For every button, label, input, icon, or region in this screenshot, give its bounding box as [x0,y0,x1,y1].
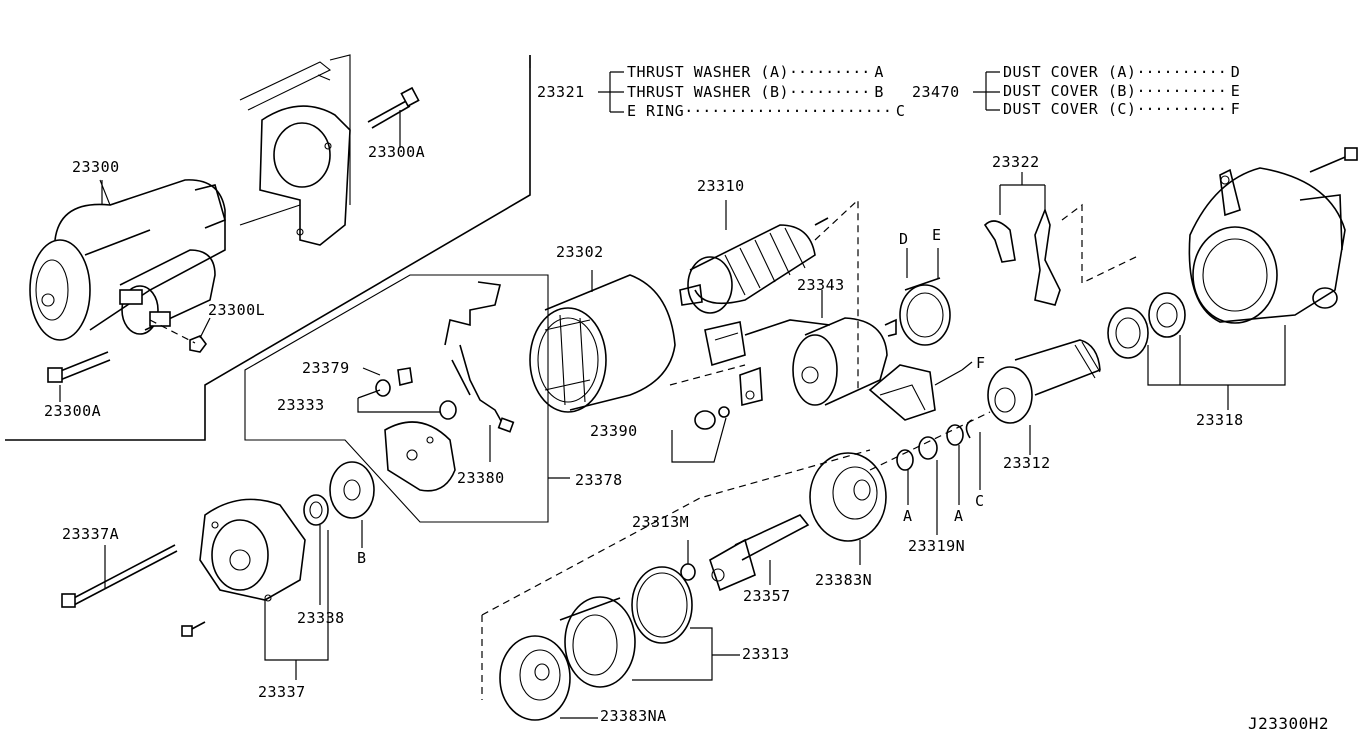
part-label-23383na: 23383NA [600,707,667,725]
part-label-23337a: 23337A [62,525,120,543]
part-label-23337: 23337 [258,683,306,701]
legend-item-name: DUST COVER (B) [1003,82,1137,100]
part-label-23300l: 23300L [208,301,266,319]
part-label-23319n: 23319N [908,537,966,555]
legend-23470-item-dust-cover-c: DUST COVER (C)··········F [1003,100,1241,118]
part-label-23302: 23302 [556,243,604,261]
legend-item-key: E [1230,82,1241,100]
dust-covers [868,248,973,421]
part-label-23379: 23379 [302,359,350,377]
part-label-23343: 23343 [797,276,845,294]
legend-item-key: C [895,102,906,120]
legend-item-key: F [1230,100,1241,118]
key-letter-a-2: A [954,507,964,525]
shift-lever-23322 [983,172,1141,306]
diagram-code: J23300H2 [1248,714,1330,733]
part-label-23338: 23338 [297,609,345,627]
legend-item-name: THRUST WASHER (B) [627,83,790,101]
part-label-23318: 23318 [1196,411,1244,429]
legend-23470-item-dust-cover-a: DUST COVER (A)··········D [1003,63,1241,81]
part-label-23357: 23357 [743,587,791,605]
contact-plate-group-23390 [669,364,763,463]
part-label-23380: 23380 [457,469,505,487]
part-label-23322: 23322 [992,153,1040,171]
part-label-23300a-bottom: 23300A [44,402,102,420]
nut-23300l [149,317,211,353]
legend-23470-item-dust-cover-b: DUST COVER (B)··········E [1003,82,1241,100]
part-label-23333: 23333 [277,396,325,414]
key-letter-f: F [976,354,986,372]
legend-item-key: A [874,63,884,81]
pinion-shaft-23312 [987,339,1101,455]
rear-cover-group [61,461,375,680]
key-letter-d: D [899,230,909,248]
part-label-23313m: 23313M [632,513,690,531]
part-label-23390: 23390 [590,422,638,440]
legend-item-key: D [1230,63,1241,81]
armature-23310 [679,198,859,390]
key-letter-a-1: A [903,507,913,525]
legend-item-key: B [874,83,884,101]
cover-23383n [809,452,887,565]
part-label-23300: 23300 [72,158,120,176]
legend-23470-number: 23470 [912,83,960,101]
cover-23383na [481,449,871,721]
mounting-bracket [239,105,351,246]
part-label-23310: 23310 [697,177,745,195]
legend-item-name: DUST COVER (A) [1003,63,1137,81]
bolt-23300a-bottom [47,351,111,402]
part-label-23378: 23378 [575,471,623,489]
part-label-23313: 23313 [742,645,790,663]
solenoid-23343 [704,290,897,406]
washers-and-ring [869,411,991,535]
key-letter-e: E [932,226,942,244]
gear-case-23318 [1107,147,1358,410]
legend-23321-number: 23321 [537,83,585,101]
yoke-23302 [529,270,676,413]
legend-23321-item-thrust-washer-b: THRUST WASHER (B)·········B [627,83,884,101]
starter-assembly [29,179,226,341]
legend-23321-item-e-ring: E RING·······················C [627,102,906,120]
legend-item-name: THRUST WASHER (A) [627,63,790,81]
bolt-23300a-top [367,86,420,148]
shaft-23357 [680,514,810,592]
legend-item-name: E RING [627,102,685,120]
clutch-23313 [559,566,740,688]
legend-item-name: DUST COVER (C) [1003,100,1137,118]
engine-block-outline [5,54,531,441]
legend-brackets [529,55,1000,113]
part-label-23300a-top: 23300A [368,143,426,161]
part-label-23312: 23312 [1003,454,1051,472]
part-label-23383n: 23383N [815,571,873,589]
key-letter-c: C [975,492,985,510]
legend-23321-item-thrust-washer-a: THRUST WASHER (A)·········A [627,63,884,81]
key-letter-b: B [357,549,367,567]
label-leaders [101,180,570,479]
